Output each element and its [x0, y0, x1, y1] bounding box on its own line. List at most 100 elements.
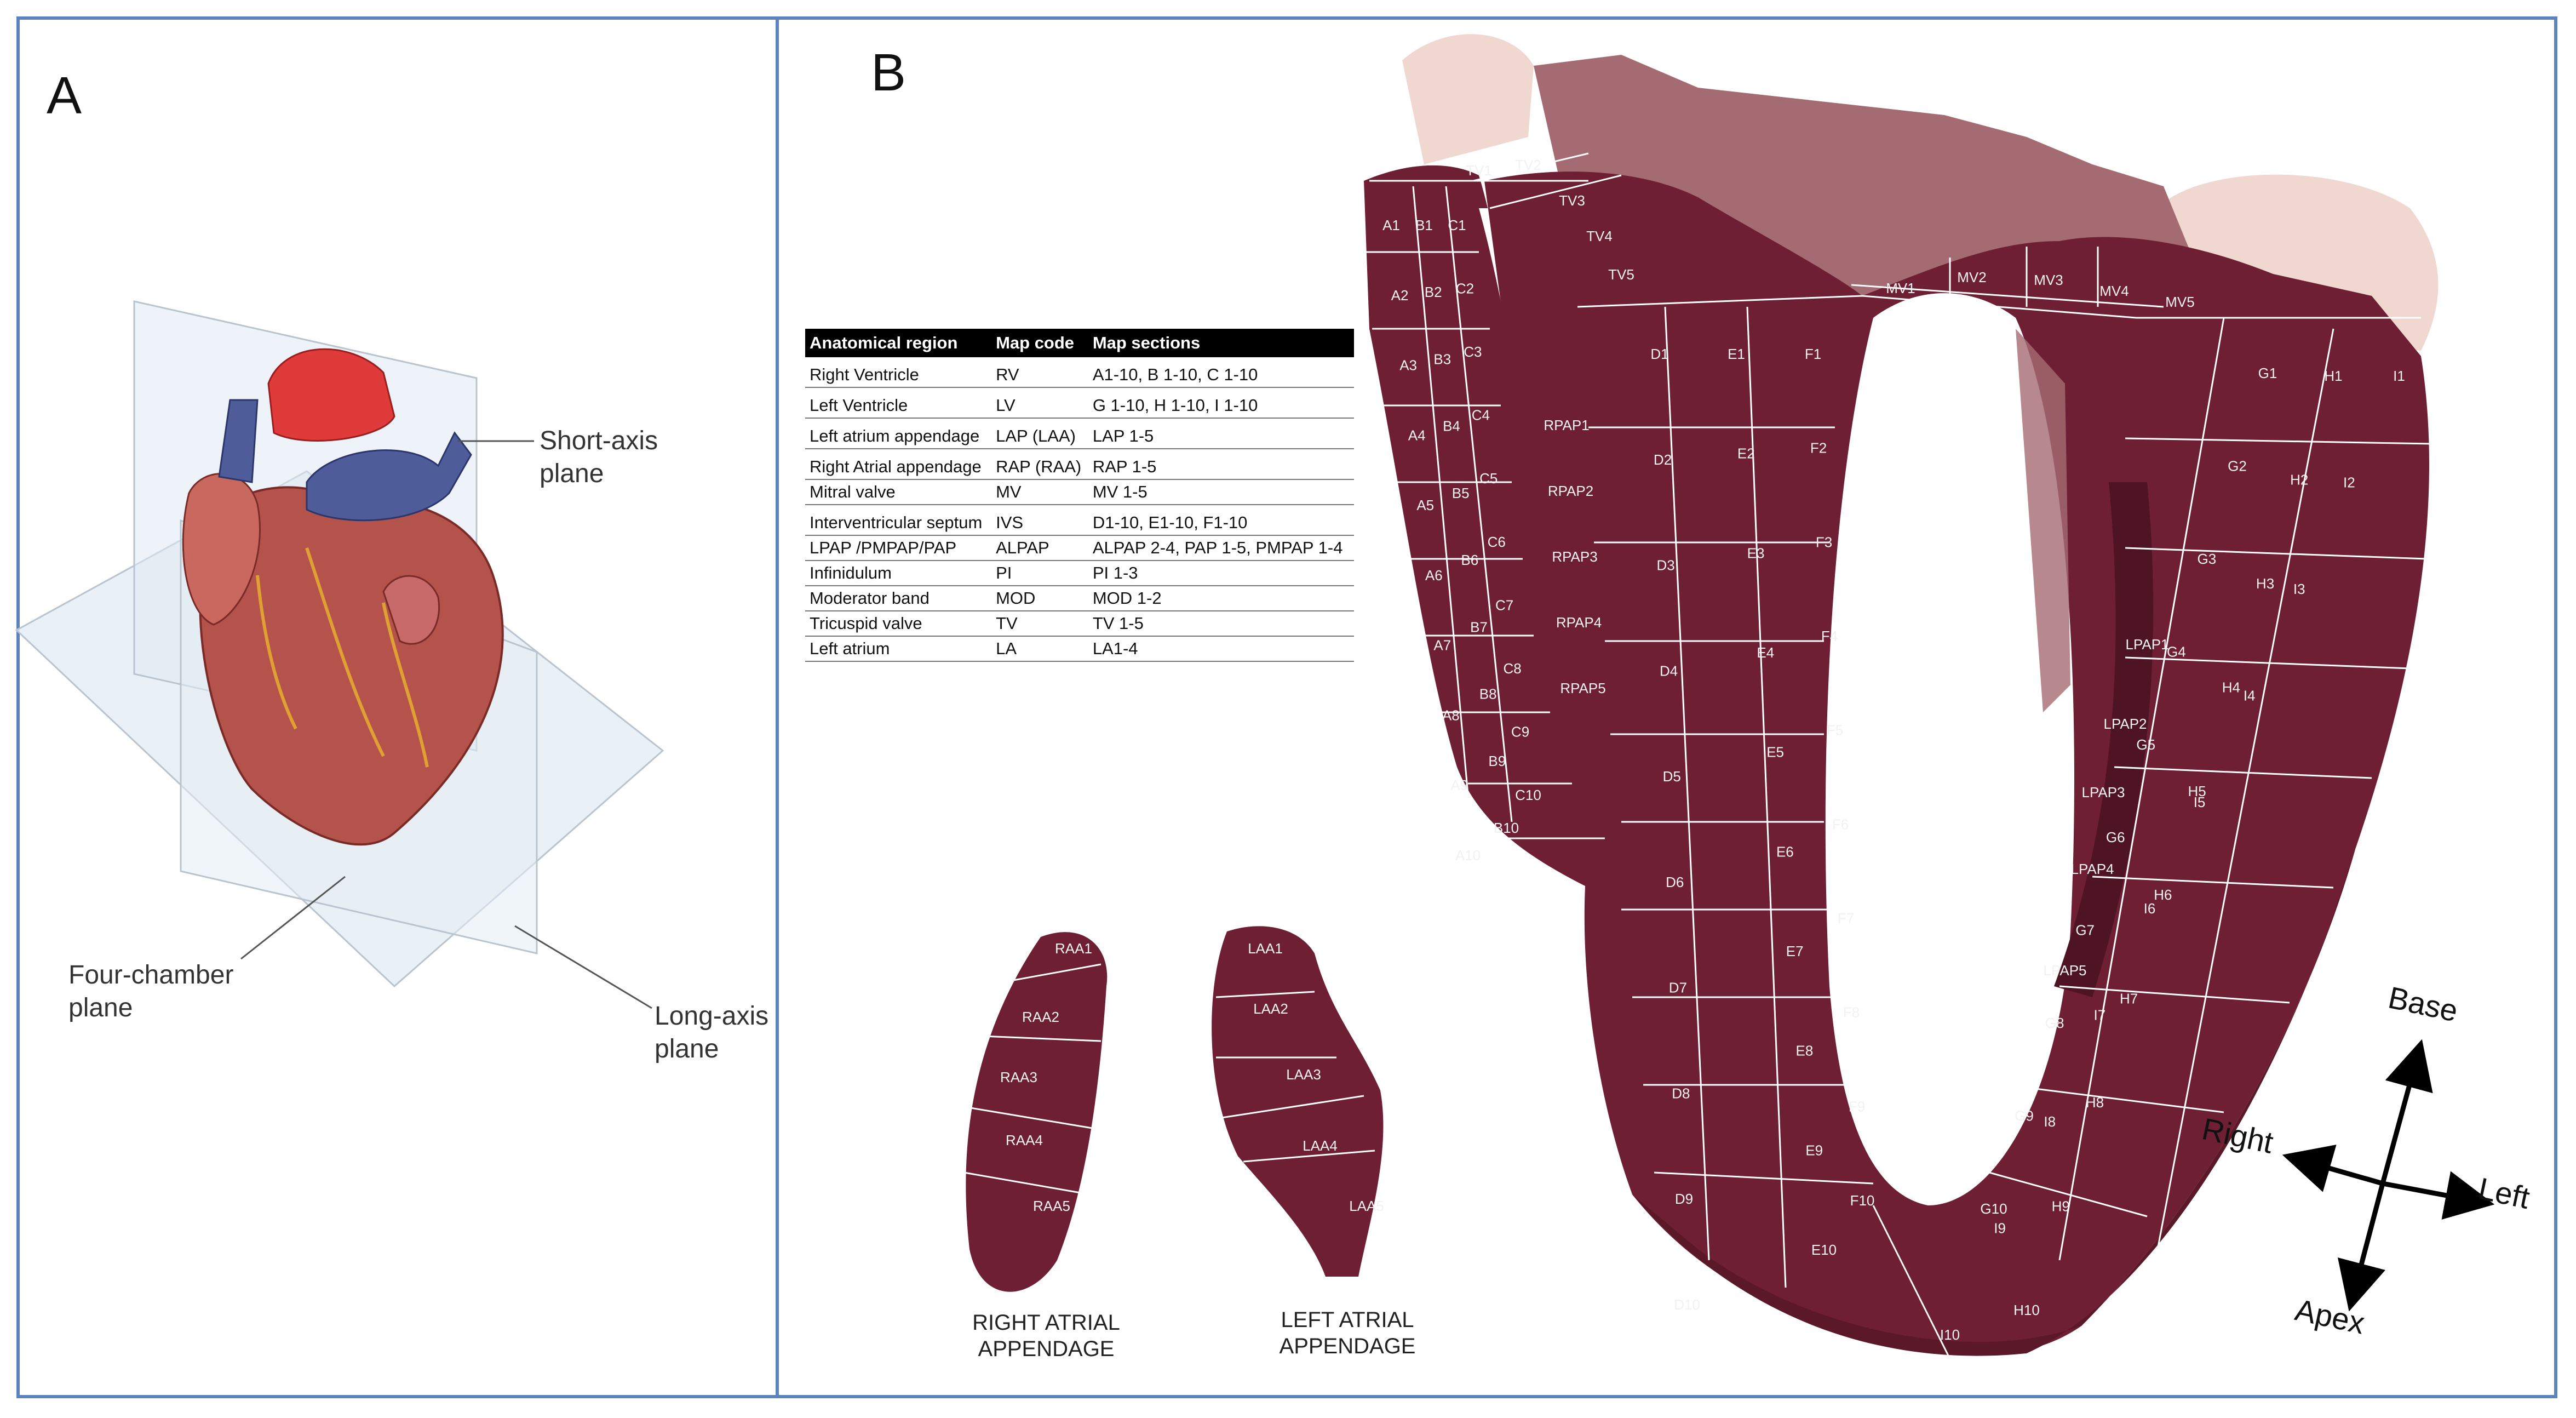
header-map-sections: Map sections [1088, 329, 1354, 357]
segment-label-e1: E1 [1728, 346, 1745, 362]
segment-label-i8: I8 [2044, 1113, 2056, 1130]
anatomical-region-table: Anatomical region Map code Map sections … [805, 329, 1354, 662]
header-map-code: Map code [991, 329, 1088, 357]
segment-label-b2: B2 [1425, 284, 1442, 300]
segment-label-tv3: TV3 [1559, 192, 1585, 209]
heart-left-atrium [382, 575, 440, 645]
lv-cavity [1825, 293, 2074, 1205]
segment-label-h6: H6 [2154, 887, 2172, 903]
segment-label-f1: F1 [1805, 346, 1821, 362]
segment-label-d1: D1 [1650, 346, 1668, 362]
segment-label-d4: D4 [1660, 662, 1678, 679]
segment-label-c4: C4 [1472, 407, 1490, 424]
segment-label-c2: C2 [1456, 281, 1474, 297]
arrow-right [2282, 1145, 2384, 1192]
segment-label-g2: G2 [2228, 458, 2247, 474]
segment-label-f3: F3 [1816, 534, 1832, 550]
segment-label-lpap1: LPAP1 [2125, 636, 2168, 653]
segment-label-e4: E4 [1757, 644, 1774, 661]
segment-label-i10: I10 [1940, 1326, 1960, 1343]
segment-label-e5: E5 [1766, 744, 1784, 761]
segment-label-laa5: LAA5 [1349, 1198, 1384, 1214]
heart-pulmonary-artery [306, 431, 472, 522]
arrow-apex [2337, 1182, 2385, 1312]
segment-label-i1: I1 [2393, 368, 2405, 384]
segment-label-d7: D7 [1669, 980, 1687, 996]
segment-label-d2: D2 [1654, 451, 1672, 468]
panel-divider [776, 16, 779, 1398]
segment-label-h1: H1 [2324, 368, 2342, 384]
segment-label-laa3: LAA3 [1286, 1066, 1321, 1083]
segment-label-raa3: RAA3 [1000, 1069, 1037, 1085]
segment-label-g8: G8 [2045, 1015, 2064, 1031]
fat-top-left [1402, 34, 1534, 164]
segment-label-tv2: TV2 [1515, 157, 1541, 173]
segment-label-a10: A10 [1455, 847, 1481, 864]
panel-a-letter: A [47, 66, 82, 125]
segment-label-d9: D9 [1675, 1191, 1693, 1207]
segment-label-g3: G3 [2198, 551, 2217, 567]
right-atrial-appendage [966, 932, 1108, 1292]
heart-aorta [267, 348, 395, 442]
segment-label-g5: G5 [2136, 736, 2155, 753]
segment-label-laa4: LAA4 [1303, 1137, 1338, 1154]
figure-frame [16, 16, 2557, 1398]
segment-label-c5: C5 [1479, 470, 1498, 487]
segment-label-b1: B1 [1415, 217, 1433, 233]
segment-label-i9: I9 [1994, 1220, 2006, 1237]
segment-label-b7: B7 [1470, 619, 1488, 635]
segment-label-f5: F5 [1827, 722, 1843, 739]
segment-label-b6: B6 [1461, 552, 1478, 568]
segment-label-e10: E10 [1811, 1242, 1837, 1258]
segment-label-h7: H7 [2120, 991, 2138, 1007]
segment-label-h5: H5 [2188, 783, 2206, 799]
table-header-row: Anatomical region Map code Map sections [805, 329, 1354, 357]
segment-label-c9: C9 [1511, 723, 1529, 740]
panel-b-letter: B [871, 43, 907, 102]
segment-label-mv2: MV2 [1957, 269, 1986, 285]
segment-label-h8: H8 [2086, 1094, 2104, 1111]
segment-label-d5: D5 [1663, 768, 1681, 785]
coronary-vessels [256, 547, 429, 768]
segment-label-c1: C1 [1448, 217, 1466, 233]
segment-label-e3: E3 [1747, 545, 1765, 561]
segment-label-c7: C7 [1495, 597, 1513, 613]
segment-label-g10: G10 [1980, 1200, 2007, 1217]
segment-label-raa2: RAA2 [1022, 1009, 1059, 1025]
segment-label-c10: C10 [1515, 787, 1541, 803]
segment-label-d3: D3 [1656, 557, 1674, 574]
segment-label-f6: F6 [1832, 816, 1849, 832]
segment-label-a9: A9 [1451, 777, 1468, 793]
segment-label-d6: D6 [1666, 874, 1684, 890]
segment-label-a8: A8 [1442, 707, 1460, 723]
segment-label-tv5: TV5 [1608, 266, 1634, 283]
segment-label-i5: I5 [2194, 794, 2206, 810]
segment-label-a5: A5 [1416, 497, 1434, 513]
lpap-strip [2054, 482, 2154, 997]
segment-label-f10: F10 [1850, 1192, 1875, 1209]
segment-label-b10: B10 [1494, 820, 1519, 836]
segment-label-rpap1: RPAP1 [1544, 417, 1589, 433]
segment-label-i4: I4 [2244, 687, 2256, 704]
segment-label-h10: H10 [2013, 1302, 2040, 1318]
segment-label-e8: E8 [1796, 1043, 1814, 1059]
laa-grid [1215, 991, 1375, 1163]
segment-label-f2: F2 [1810, 440, 1827, 456]
segment-label-e7: E7 [1786, 943, 1804, 959]
segment-label-c8: C8 [1503, 660, 1521, 677]
segment-label-g7: G7 [2075, 922, 2095, 939]
